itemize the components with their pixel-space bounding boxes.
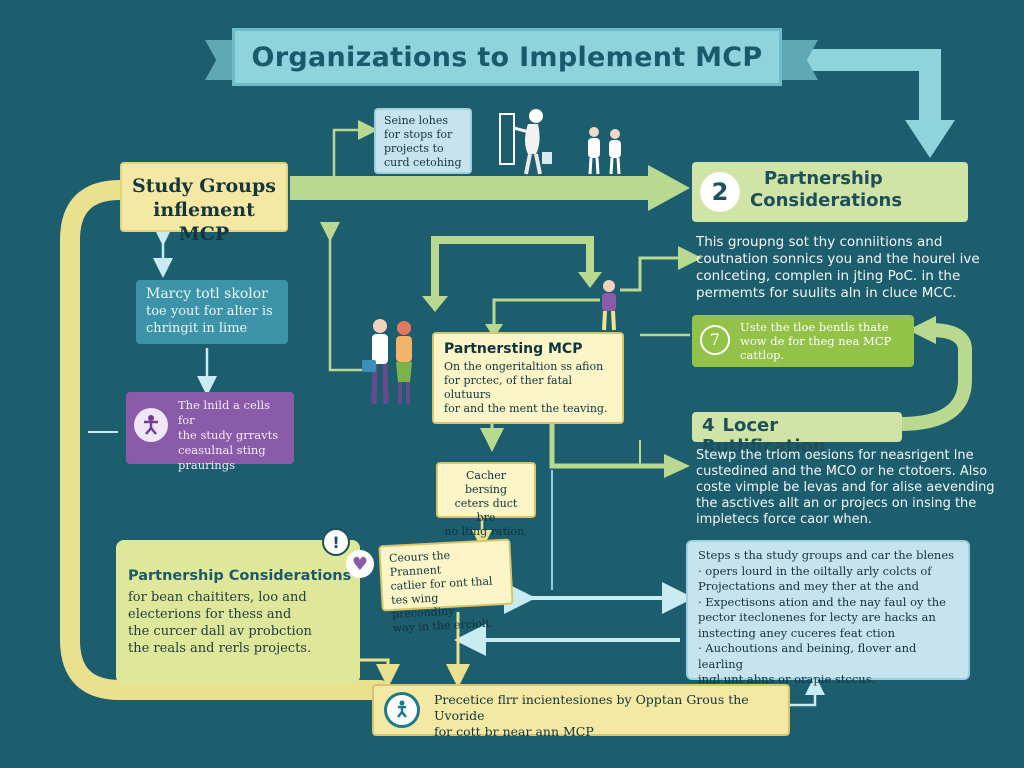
person-wheelchair-icon: [384, 692, 420, 728]
accessibility-icon: [134, 408, 168, 442]
page-title: Organizations to Implement MCP: [251, 41, 763, 73]
partnership-description: This groupng sot thy conniitions and cou…: [696, 234, 996, 302]
description-line: impletecs force caor when.: [696, 512, 872, 527]
bottom-practice-line: for cott br near ann MCP: [434, 724, 594, 739]
partnering-mcp-box[interactable]: Partnersting MCP On the ongeritaltion ss…: [432, 332, 624, 424]
step-number: 4: [702, 415, 715, 436]
child-icon: [602, 280, 616, 331]
partnering-line: for and the ment the teaving.: [444, 402, 608, 415]
steps-line: · Auchoutions and beining, flover and le…: [698, 641, 917, 671]
study-groups-line: Study Groups: [132, 175, 276, 197]
description-line: custedined and the MCO or he ctotoers. A…: [696, 464, 988, 479]
title-banner: Organizations to Implement MCP: [232, 28, 782, 86]
bottom-practice-box[interactable]: Precetice flrr incientesiones by Opptan …: [372, 684, 790, 739]
top-note-line: projects to: [384, 142, 444, 155]
top-note-line: curd cetohing: [384, 156, 462, 169]
steps-box: Steps s tha study groups and car the ble…: [686, 540, 970, 686]
steps-line: ingl unt abns or orapie stccus.: [698, 672, 876, 686]
locer-description: Stewp the trlom oesions for neasrigent l…: [696, 448, 996, 528]
heart-icon: ♥: [346, 550, 374, 578]
description-line: conlceting, complen in jting PoC. in the: [696, 268, 961, 284]
partnership-bottom-line: for bean chaititers, loo and: [128, 590, 307, 605]
purple-info-line: The lnild a cells for: [178, 398, 271, 427]
ribbon-arrow-right: [780, 49, 941, 120]
partnership-bottom-heading: Partnership Considerations: [128, 568, 352, 584]
study-groups-box[interactable]: Study Groups inflement MCP: [120, 162, 288, 245]
description-line: coutnation sonnics you and the hourel iv…: [696, 251, 980, 267]
description-line: coste vimple be levas and for alise aeve…: [696, 480, 995, 495]
step-number-badge: 7: [700, 325, 730, 355]
exclamation-icon: !: [322, 528, 350, 556]
partnering-line: for prctec, of ther fatal olutuurs: [444, 374, 573, 401]
cacher-line: no lting ration.: [444, 525, 528, 538]
person-running-icon: [499, 109, 552, 175]
description-line: permemts for suulits aln in cluce MCC.: [696, 285, 957, 301]
description-line: the asctives allt an or projecs on insin…: [696, 496, 977, 511]
partnering-line: On the ongeritaltion ss afion: [444, 360, 604, 373]
ribbon-arrow-head: [905, 120, 955, 158]
use-tools-box[interactable]: 7 Uste the tloe bentls thate wow de for …: [692, 315, 914, 367]
purple-info-box: The lnild a cells for the study grravts …: [126, 392, 294, 472]
left-info-line: Marcy totl skolor: [146, 286, 268, 302]
partnership-title-line: Considerations: [750, 190, 903, 211]
cours-box: Ceours the Prannent catlier for ont thal…: [378, 538, 514, 635]
purple-info-line: ceasulnal sting: [178, 443, 266, 457]
left-info-line: chringit in lime: [146, 321, 248, 336]
partnership-bottom-line: electerions for thess and: [128, 607, 292, 622]
cacher-line: Cacher bersing: [464, 469, 508, 496]
steps-line: · Expectisons ation and the nay faul oy …: [698, 594, 946, 609]
bottom-practice-line: Precetice flrr incientesiones by Opptan …: [434, 692, 749, 723]
top-note-line: for stops for: [384, 128, 453, 141]
purple-info-line: praurings: [178, 458, 235, 472]
steps-line: Steps s tha study groups and car the ble…: [698, 548, 955, 562]
left-info-line: toe yout for alter is: [146, 304, 273, 319]
steps-line: · opers lourd in the oiltally arly colct…: [698, 563, 932, 578]
partnering-heading: Partnersting MCP: [444, 341, 583, 357]
steps-line: Projectations and mey ther at the and: [698, 579, 920, 593]
use-tools-line: Uste the tloe bentls thate: [740, 320, 889, 334]
steps-line: instecting aney cuceres feat ction: [698, 625, 896, 640]
step-number-badge: 2: [700, 172, 740, 212]
cacher-line: ceters duct bre: [454, 497, 518, 524]
steps-line: pector iteclonenes for lecty are hacks a…: [698, 610, 936, 624]
study-groups-line: inflement MCP: [153, 199, 255, 245]
description-line: Stewp the trlom oesions for neasrigent l…: [696, 448, 974, 463]
partnership-bottom-line: the curcer dall av probction: [128, 624, 312, 639]
locer-label: Locer Rutlification: [702, 415, 826, 457]
left-info-box: Marcy totl skolor toe yout for alter is …: [136, 280, 288, 344]
partnership-considerations-bottom-box[interactable]: Partnership Considerations for bean chai…: [116, 540, 360, 684]
partnership-title-line: Partnership: [764, 168, 883, 189]
use-tools-line: wow de for theg nea MCP: [740, 334, 892, 348]
wide-arrow-body: [290, 176, 650, 200]
partnership-bottom-line: the reals and rerls projects.: [128, 641, 312, 656]
top-note-box: Seine lohes for stops for projects to cu…: [374, 108, 472, 174]
purple-info-line: the study grravts: [178, 428, 279, 442]
cacher-box: Cacher bersing ceters duct bre no lting …: [436, 462, 536, 538]
couple-icon: [362, 319, 412, 405]
top-note-line: Seine lohes: [384, 114, 449, 127]
partnership-considerations-box[interactable]: 2 Partnership Considerations: [692, 162, 968, 222]
step-number: 7: [709, 330, 721, 349]
description-line: This groupng sot thy conniitions and: [696, 234, 943, 250]
use-tools-line: cattlop.: [740, 348, 785, 362]
family-icon: [588, 127, 621, 175]
loop-arrow-left: [60, 180, 390, 700]
step-number: 2: [711, 178, 729, 206]
wide-arrow-head: [648, 165, 690, 211]
